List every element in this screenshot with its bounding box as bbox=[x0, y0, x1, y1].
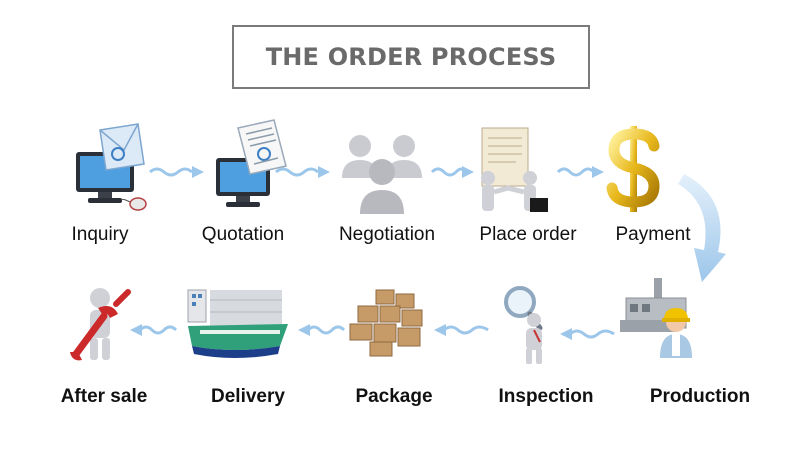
step-label-production: Production bbox=[649, 386, 751, 407]
arrow-icon bbox=[560, 328, 615, 340]
step-label-package: Package bbox=[355, 386, 433, 407]
cargo-ship-icon bbox=[187, 289, 288, 358]
arrow-icon bbox=[556, 166, 604, 178]
arrow-icon bbox=[275, 166, 330, 178]
step-label-inspection: Inspection bbox=[498, 386, 594, 407]
curved-arrow-icon bbox=[678, 174, 726, 282]
step-label-negotiation: Negotiation bbox=[338, 224, 436, 245]
handshake-contract-icon bbox=[481, 127, 548, 212]
title-box: THE ORDER PROCESS bbox=[232, 25, 590, 89]
arrow-icon bbox=[149, 166, 204, 178]
computer-email-icon bbox=[76, 123, 147, 211]
step-label-delivery: Delivery bbox=[211, 386, 285, 407]
step-label-payment: Payment bbox=[615, 224, 691, 245]
boxes-icon bbox=[349, 289, 423, 357]
arrow-icon bbox=[434, 324, 489, 336]
people-group-icon bbox=[342, 135, 422, 214]
step-label-place-order: Place order bbox=[479, 224, 577, 245]
computer-document-icon bbox=[216, 119, 287, 207]
wrench-figure-icon bbox=[70, 288, 131, 361]
page-title: THE ORDER PROCESS bbox=[265, 43, 557, 71]
step-label-after-sale: After sale bbox=[60, 386, 148, 407]
step-label-quotation: Quotation bbox=[201, 224, 285, 245]
arrow-icon bbox=[130, 324, 178, 336]
factory-worker-icon bbox=[620, 278, 692, 358]
magnifier-figure-icon bbox=[504, 286, 543, 364]
dollar-sign-icon bbox=[606, 126, 660, 212]
step-label-inquiry: Inquiry bbox=[71, 224, 129, 245]
arrow-icon bbox=[298, 324, 346, 336]
arrow-icon bbox=[430, 166, 474, 178]
